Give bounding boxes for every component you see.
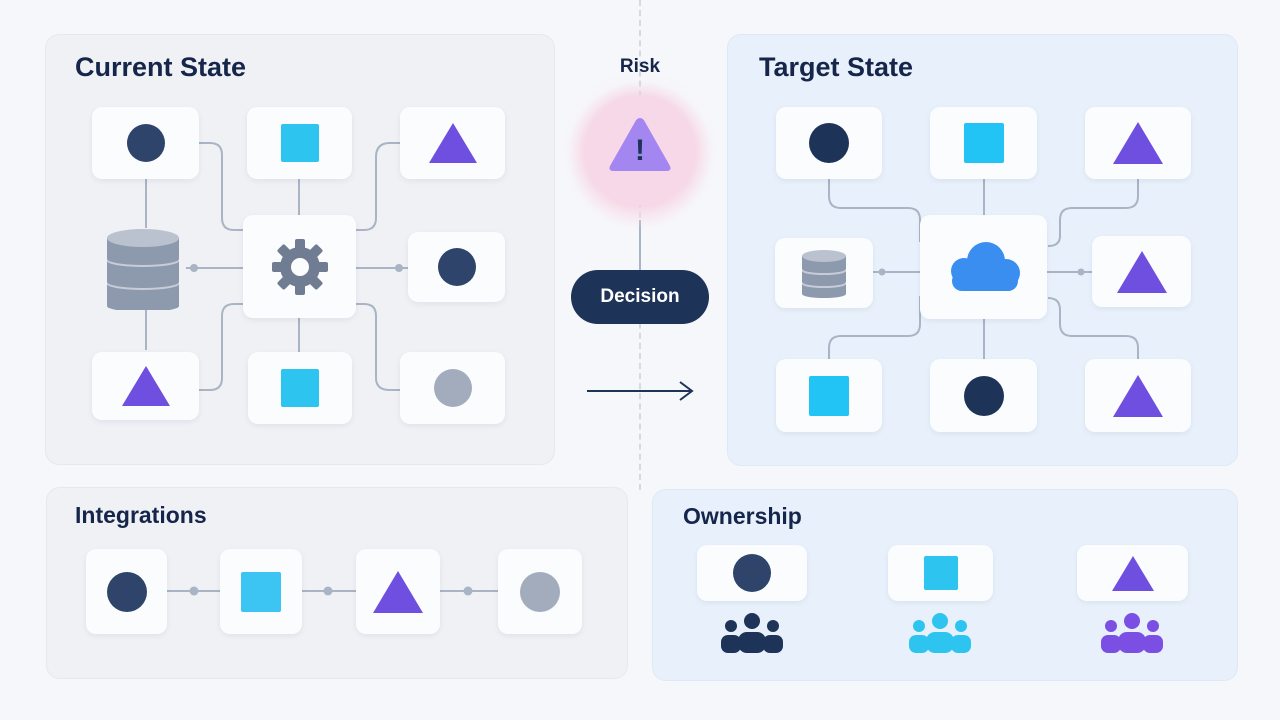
connector-dot (463, 586, 473, 596)
connector-dot (323, 586, 333, 596)
triangle-shape (1113, 374, 1163, 417)
square-shape (281, 369, 319, 407)
square-shape (963, 123, 1004, 163)
connector (1047, 179, 1139, 247)
connector (828, 179, 921, 242)
node-card[interactable] (776, 359, 882, 432)
warning-icon (609, 118, 671, 171)
warning-symbol: ! (635, 134, 645, 167)
decision-button[interactable]: Decision (571, 270, 709, 324)
cloud-hub-card[interactable] (920, 215, 1047, 319)
team-icon (909, 613, 971, 653)
node-card[interactable] (776, 107, 882, 179)
connector-dot (189, 586, 199, 596)
cloud-icon (950, 242, 1020, 291)
gear-hub-card[interactable] (243, 215, 356, 318)
team-icon (721, 613, 783, 653)
triangle-shape (1113, 122, 1163, 164)
node-card[interactable] (92, 352, 199, 420)
database-icon (106, 228, 180, 312)
ownership-node[interactable] (697, 545, 807, 601)
connector (1047, 297, 1139, 359)
circle-shape (520, 571, 560, 612)
current-state-title: Current State (75, 52, 247, 82)
connector-dot (1077, 268, 1085, 276)
node-card[interactable] (247, 107, 352, 179)
ownership-title: Ownership (683, 503, 802, 529)
circle-shape (106, 571, 147, 612)
circle-shape (437, 248, 476, 286)
square-shape (280, 124, 319, 162)
ownership-node[interactable] (888, 545, 993, 601)
node-card[interactable] (92, 107, 199, 179)
node-card[interactable] (248, 352, 352, 424)
node-card[interactable] (930, 359, 1037, 432)
triangle-shape (1111, 555, 1154, 591)
connector (199, 142, 244, 231)
integration-node[interactable] (498, 549, 582, 634)
triangle-shape (1116, 250, 1167, 293)
database-icon (802, 250, 846, 298)
integration-node[interactable] (86, 549, 167, 634)
connector-dots (189, 264, 1085, 596)
circle-shape (433, 369, 472, 407)
circle-shape (126, 124, 165, 162)
node-card[interactable] (400, 107, 505, 179)
connector-dot (395, 264, 403, 272)
integrations-title: Integrations (75, 502, 207, 528)
ownership-node[interactable] (1077, 545, 1188, 601)
team-icon (1101, 613, 1163, 653)
gear-icon (271, 238, 328, 295)
target-state-title: Target State (759, 52, 914, 82)
connector (199, 303, 244, 391)
node-card[interactable] (1085, 359, 1191, 432)
circle-shape (963, 375, 1004, 416)
node-card[interactable] (408, 232, 505, 302)
node-card[interactable] (775, 238, 873, 308)
triangle-shape (428, 123, 477, 163)
square-shape (809, 375, 849, 416)
connector (356, 303, 400, 391)
triangle-shape (121, 366, 170, 406)
node-card[interactable] (1085, 107, 1191, 179)
square-shape (923, 556, 958, 590)
connector-dot (190, 264, 198, 272)
integration-node[interactable] (220, 549, 302, 634)
connector (356, 142, 400, 231)
risk-label: Risk (619, 56, 661, 77)
integration-node[interactable] (356, 549, 440, 634)
connector-dot (878, 268, 886, 276)
circle-shape (809, 123, 849, 163)
node-card[interactable] (400, 352, 505, 424)
connector (828, 296, 921, 359)
node-card[interactable] (930, 107, 1037, 179)
right-arrow-icon (587, 381, 694, 401)
triangle-shape (373, 570, 423, 613)
square-shape (241, 571, 281, 612)
circle-shape (733, 554, 771, 592)
node-card[interactable] (1092, 236, 1191, 307)
